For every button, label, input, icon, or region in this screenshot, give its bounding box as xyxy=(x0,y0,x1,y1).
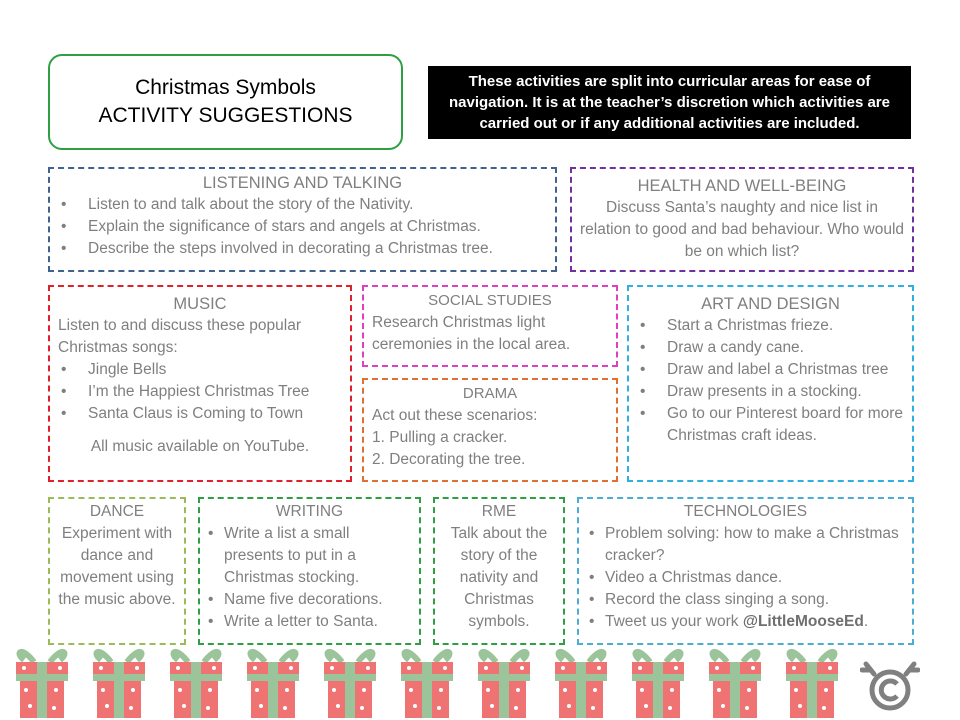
title-line-2: ACTIVITY SUGGESTIONS xyxy=(98,104,353,127)
section-intro: Act out these scenarios: xyxy=(372,407,538,424)
gift-box-icon xyxy=(93,652,145,718)
gift-box-icon xyxy=(401,652,453,718)
title-box: Christmas Symbols ACTIVITY SUGGESTIONS xyxy=(48,54,403,150)
gift-box-icon xyxy=(478,652,530,718)
section-heading: RME xyxy=(481,503,517,520)
section-heading: DANCE xyxy=(89,503,145,520)
gift-box-icon xyxy=(324,652,376,718)
section-heading: MUSIC xyxy=(173,295,227,313)
section-footer: All music available on YouTube. xyxy=(90,438,310,455)
list-item: Santa Claus is Coming to Town xyxy=(58,403,342,425)
section-listening-and-talking: LISTENING AND TALKING Listen to and talk… xyxy=(48,167,557,272)
scenario-2: 2. Decorating the tree. xyxy=(372,451,526,468)
section-heading: SOCIAL STUDIES xyxy=(428,292,552,309)
list-item: Draw and label a Christmas tree xyxy=(637,359,904,381)
gift-box-icon xyxy=(16,652,68,718)
list-item: Describe the steps involved in decoratin… xyxy=(58,238,547,260)
section-music: MUSIC Listen to and discuss these popula… xyxy=(48,285,352,482)
section-heading: TECHNOLOGIES xyxy=(683,503,808,520)
section-text: Research Christmas light ceremonies in t… xyxy=(372,314,571,353)
section-rme: RME Talk about the story of the nativity… xyxy=(433,497,565,645)
section-art-and-design: ART AND DESIGN Start a Christmas frieze.… xyxy=(627,285,914,482)
section-intro: Listen to and discuss these popular Chri… xyxy=(58,317,301,356)
title-line-1: Christmas Symbols xyxy=(135,76,316,99)
section-writing: WRITING Write a list a small presents to… xyxy=(198,497,421,645)
list-item: Record the class singing a song. xyxy=(587,589,904,611)
section-health-and-well-being: HEALTH AND WELL-BEING Discuss Santa’s na… xyxy=(570,167,914,272)
list-item: Jingle Bells xyxy=(58,359,342,381)
list-item: Start a Christmas frieze. xyxy=(637,315,904,337)
gift-box-icon xyxy=(247,652,299,718)
section-heading: HEALTH AND WELL-BEING xyxy=(637,177,847,195)
list-item: Go to our Pinterest board for more Chris… xyxy=(637,403,904,447)
section-text: Talk about the story of the nativity and… xyxy=(450,525,548,630)
gift-box-icon xyxy=(709,652,761,718)
little-moose-logo-icon xyxy=(860,661,920,711)
section-heading: DRAMA xyxy=(462,385,518,402)
gift-box-icon xyxy=(170,652,222,718)
gift-box-icon xyxy=(555,652,607,718)
list-item: Tweet us your work @LittleMooseEd. xyxy=(587,611,904,633)
list-item: Name five decorations. xyxy=(206,589,413,611)
section-dance: DANCE Experiment with dance and movement… xyxy=(48,497,186,645)
section-heading: ART AND DESIGN xyxy=(701,295,840,313)
section-drama: DRAMA Act out these scenarios: 1. Pullin… xyxy=(362,378,618,482)
section-text: Discuss Santa’s naughty and nice list in… xyxy=(580,199,905,260)
tweet-suffix: . xyxy=(863,613,869,630)
list-item: Draw presents in a stocking. xyxy=(637,381,904,403)
list-item: Video a Christmas dance. xyxy=(587,567,904,589)
section-heading: LISTENING AND TALKING xyxy=(202,174,403,192)
gift-box-icon xyxy=(632,652,684,718)
scenario-1: 1. Pulling a cracker. xyxy=(372,429,508,446)
list-item: Problem solving: how to make a Christmas… xyxy=(587,523,904,567)
list-item: I’m the Happiest Christmas Tree xyxy=(58,381,342,403)
list-item: Explain the significance of stars and an… xyxy=(58,216,547,238)
list-item: Write a letter to Santa. xyxy=(206,611,413,633)
gift-box-icon xyxy=(786,652,838,718)
list-item: Draw a candy cane. xyxy=(637,337,904,359)
section-technologies: TECHNOLOGIES Problem solving: how to mak… xyxy=(577,497,914,645)
section-social-studies: SOCIAL STUDIES Research Christmas light … xyxy=(362,285,618,367)
list-item: Write a list a small presents to put in … xyxy=(206,523,413,589)
section-text: Experiment with dance and movement using… xyxy=(58,525,176,608)
intro-note: These activities are split into curricul… xyxy=(428,66,911,139)
twitter-handle-link[interactable]: @LittleMooseEd xyxy=(742,613,864,630)
tweet-prefix: Tweet us your work xyxy=(605,613,743,630)
list-item: Listen to and talk about the story of th… xyxy=(58,194,547,216)
gift-row xyxy=(0,642,960,720)
section-heading: WRITING xyxy=(275,503,344,520)
